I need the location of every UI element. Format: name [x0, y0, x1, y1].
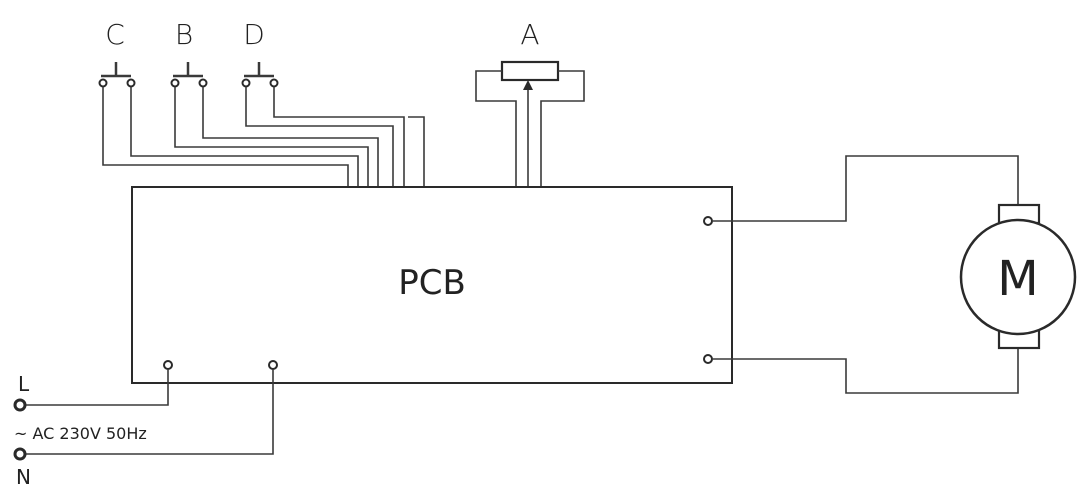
switch-c-label: C [105, 18, 125, 51]
pcb-board: PCB [131, 186, 733, 384]
motor-label: M [997, 251, 1038, 307]
potentiometer-label: A [520, 18, 539, 51]
switch-d-label: D [243, 18, 265, 51]
pcb-label: PCB [398, 263, 466, 303]
neutral-terminal [13, 447, 27, 461]
switch-wiring [102, 87, 425, 187]
motor: M [959, 203, 1077, 350]
live-label: L [18, 372, 30, 396]
wiper-arrow-icon [523, 80, 533, 90]
switch-c: C [98, 18, 136, 88]
neutral-label: N [16, 465, 31, 489]
switch-d: D [241, 18, 279, 88]
supply-label: ~ AC 230V 50Hz [14, 424, 147, 443]
switch-b-label: B [175, 18, 193, 51]
potentiometer-a: A [475, 18, 585, 187]
live-terminal [13, 398, 27, 412]
motor-wiring [712, 155, 1019, 394]
switch-b: B [170, 18, 208, 88]
power-supply: L N ~ AC 230V 50Hz [13, 369, 274, 489]
